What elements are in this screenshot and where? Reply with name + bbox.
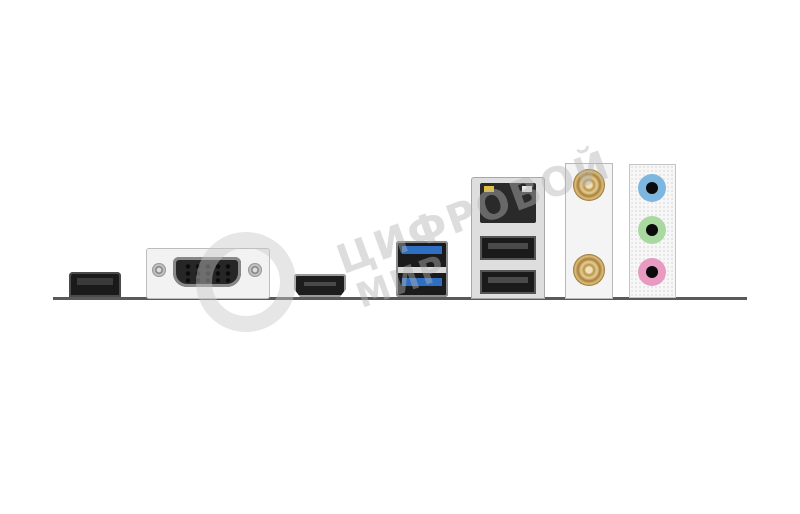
wifi-antenna-plate — [565, 163, 613, 299]
screw-icon — [152, 263, 166, 277]
usb3-port-stack — [396, 241, 448, 297]
usb2-port — [480, 236, 536, 260]
antenna-connector-icon — [573, 254, 605, 286]
watermark-gear-icon — [196, 232, 296, 332]
audio-jack-line-in — [638, 174, 666, 202]
usb2-port — [480, 270, 536, 294]
audio-jack-mic — [638, 258, 666, 286]
hdmi-port — [294, 274, 346, 297]
lan-usb-stack — [471, 177, 545, 299]
antenna-connector-icon — [573, 169, 605, 201]
io-shield-baseline — [53, 297, 747, 300]
audio-jack-plate — [629, 164, 676, 298]
usb2-port — [69, 272, 121, 297]
audio-jack-line-out — [638, 216, 666, 244]
rj45-port — [480, 183, 536, 223]
